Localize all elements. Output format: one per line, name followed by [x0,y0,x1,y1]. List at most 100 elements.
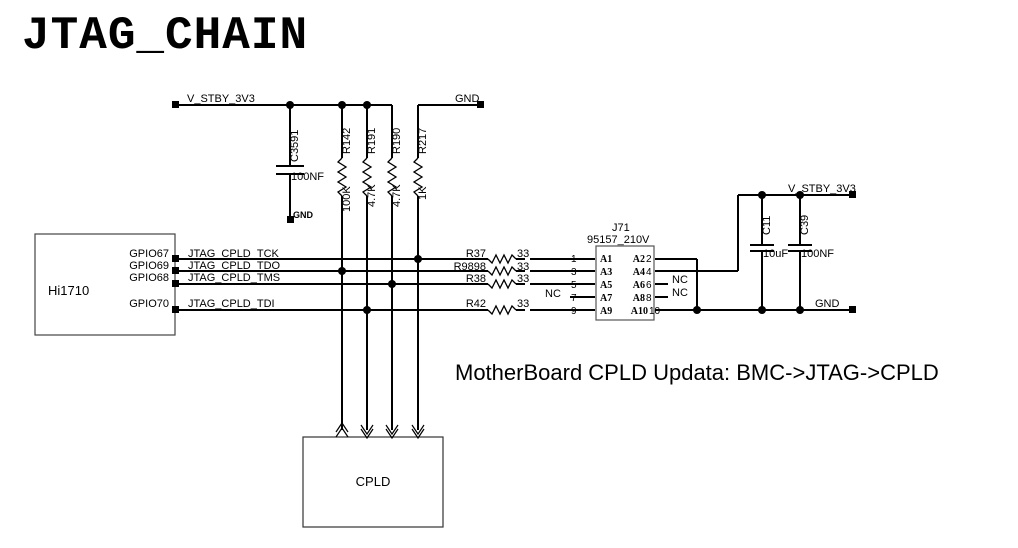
pin-num-1: 1 [571,254,577,265]
arrow-down-icon [411,428,425,440]
value-c3591: 100NF [291,171,324,183]
arrow-up-icon [335,421,349,433]
pin-gpio69[interactable] [172,267,179,274]
junction-dot [796,191,804,199]
junction-dot [388,280,396,288]
ref-r191: R191 [366,128,378,154]
pin-name-a5: A5 [600,280,612,291]
connector-j71[interactable] [595,245,655,321]
net-label-tms: JTAG_CPLD_TMS [188,272,280,284]
ref-c3591: C3591 [289,130,301,162]
net-label-tdi: JTAG_CPLD_TDI [188,298,275,310]
ref-r190: R190 [391,128,403,154]
pin-num-3: 3 [571,267,577,278]
junction-dot [363,101,371,109]
port-vstby-left[interactable] [172,101,179,108]
pin-name-a10: A10 [631,306,648,317]
pin-num-8: 8 [646,293,652,304]
ref-r37: R37 [466,248,486,260]
chip-name-hi1710: Hi1710 [48,283,89,298]
value-r9898: 33 [517,261,529,273]
ref-r217: R217 [417,128,429,154]
pin-label-gpio70: GPIO70 [129,298,169,310]
resistor-r37 [487,253,517,265]
pin-num-2: 2 [646,254,652,265]
ref-r42: R42 [466,298,486,310]
arrow-up-icon [335,426,349,438]
resistor-r42 [487,304,517,316]
nc-label-a8: NC [672,287,688,299]
arrow-down-icon [385,428,399,440]
pin-name-a9: A9 [600,306,612,317]
ref-c11: C11 [761,216,773,235]
pin-label-gpio67: GPIO67 [129,248,169,260]
port-gnd-cap[interactable] [287,216,294,223]
chip-cpld[interactable] [302,436,444,528]
value-c11: 10uF [763,248,788,260]
schematic-title: JTAG_CHAIN [22,10,309,62]
resistor-r191 [361,157,373,197]
ref-r38: R38 [466,273,486,285]
junction-dot [758,191,766,199]
pin-label-gpio68: GPIO68 [129,272,169,284]
pin-gpio67[interactable] [172,255,179,262]
arrow-down-icon [360,424,374,436]
junction-dot [796,306,804,314]
junction-dot [338,101,346,109]
pin-num-6: 6 [646,280,652,291]
label-gnd-right: GND [815,298,840,310]
pin-num-9: 9 [571,306,577,317]
arrow-down-icon [360,428,374,440]
pin-num-4: 4 [646,267,652,278]
ref-c39: C39 [799,215,811,235]
net-label-tdo: JTAG_CPLD_TDO [188,260,281,272]
port-vstby-right[interactable] [849,191,856,198]
resistor-r38 [487,278,517,290]
net-label-tck: JTAG_CPLD_TCK [188,248,280,260]
label-gnd-cap: GND [293,210,314,220]
junction-dot [363,306,371,314]
resistor-r142 [336,157,348,197]
label-vstby-right: V_STBY_3V3 [788,183,856,195]
value-r42: 33 [517,298,529,310]
value-r142: 100K [341,186,353,212]
schematic-caption: MotherBoard CPLD Updata: BMC->JTAG->CPLD [455,360,939,385]
pin-name-a4: A4 [633,267,645,278]
connector-ref: J71 [612,222,630,234]
port-gnd-top[interactable] [477,101,484,108]
value-r190: 4.7K [391,184,403,207]
junction-dot [414,255,422,263]
value-c39: 100NF [801,248,834,260]
nc-label-a7: NC [545,288,561,300]
nc-label-a6: NC [672,274,688,286]
connector-part: 95157_210V [587,234,650,246]
chip-name-cpld: CPLD [356,474,391,489]
label-gnd-top: GND [455,93,480,105]
pin-name-a3: A3 [600,267,612,278]
pin-gpio70[interactable] [172,306,179,313]
pin-name-a2: A2 [633,254,645,265]
junction-dot [286,101,294,109]
pin-num-7: 7 [571,293,577,304]
pin-name-a8: A8 [633,293,645,304]
value-r38: 33 [517,273,529,285]
ref-r142: R142 [341,128,353,154]
pin-name-a7: A7 [600,293,612,304]
junction-dot [338,267,346,275]
junction-dot [758,306,766,314]
port-gnd-right[interactable] [849,306,856,313]
junction-dot [693,306,701,314]
resistor-r190 [386,157,398,197]
ref-r9898: R9898 [454,261,486,273]
arrow-down-icon [411,424,425,436]
pin-label-gpio69: GPIO69 [129,260,169,272]
pin-name-a1: A1 [600,254,612,265]
value-r191: 4.7K [366,184,378,207]
value-r217: 1K [417,186,429,200]
pin-num-10: 10 [649,306,661,317]
resistor-r9898 [487,265,517,277]
pin-name-a6: A6 [633,280,645,291]
pin-gpio68[interactable] [172,280,179,287]
arrow-down-icon [385,424,399,436]
